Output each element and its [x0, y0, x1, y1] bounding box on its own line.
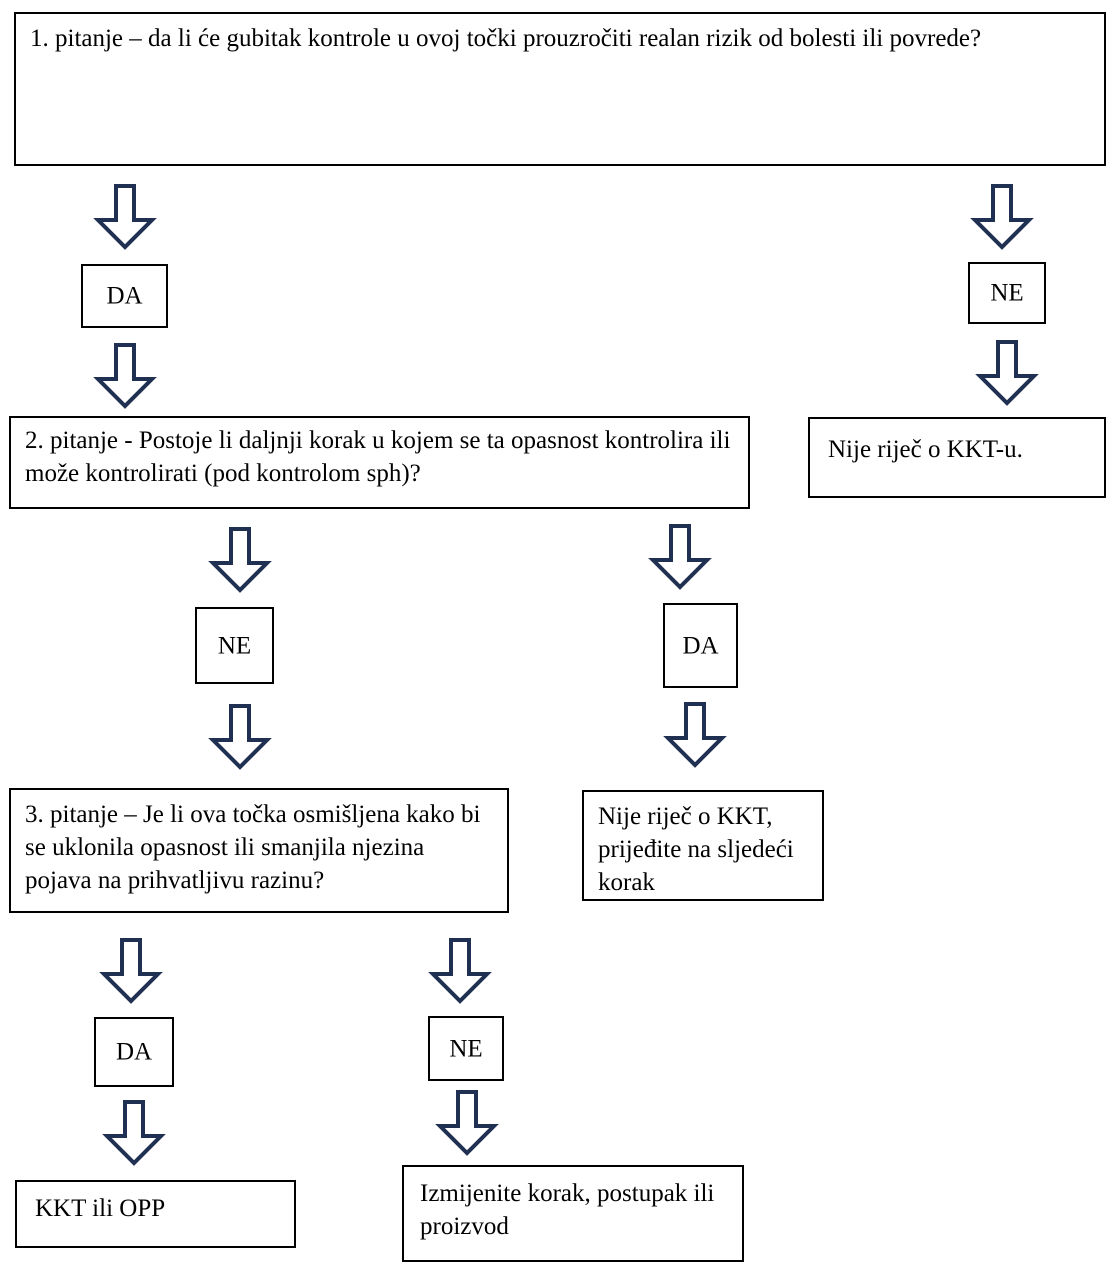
- down-arrow-icon: [93, 184, 157, 250]
- node-not-ccp-1-label: Nije riječ o KKT-u.: [828, 436, 1023, 463]
- node-q2-no-label: NE: [217, 631, 252, 659]
- node-q2-no: NE: [195, 607, 274, 684]
- arrow-yes-to-not-ccp2: [663, 702, 727, 768]
- node-not-ccp-2: Nije riječ o KKT, prijeđite na sljedeći …: [582, 790, 824, 901]
- node-q3-yes: DA: [94, 1017, 174, 1087]
- node-question-2-label: 2. pitanje - Postoje li daljnji korak u …: [25, 427, 731, 487]
- node-question-1: 1. pitanje – da li će gubitak kontrole u…: [14, 12, 1106, 166]
- arrow-q2-to-no: [208, 527, 272, 593]
- node-not-ccp-2-label: Nije riječ o KKT, prijeđite na sljedeći …: [598, 803, 794, 896]
- down-arrow-icon: [208, 704, 272, 770]
- node-result-modify-label: Izmijenite korak, postupak ili proizvod: [420, 1180, 715, 1240]
- arrow-yes-to-q2: [93, 343, 157, 409]
- arrow-q2-to-yes: [648, 524, 712, 590]
- down-arrow-icon: [435, 1090, 499, 1156]
- node-q3-yes-label: DA: [115, 1038, 153, 1066]
- node-q1-yes: DA: [81, 264, 168, 328]
- down-arrow-icon: [99, 938, 163, 1004]
- down-arrow-icon: [663, 702, 727, 768]
- node-q1-no: NE: [968, 262, 1046, 324]
- node-question-1-label: 1. pitanje – da li će gubitak kontrole u…: [30, 25, 982, 52]
- node-result-modify: Izmijenite korak, postupak ili proizvod: [402, 1165, 744, 1262]
- node-q3-no-label: NE: [449, 1034, 483, 1062]
- down-arrow-icon: [93, 343, 157, 409]
- arrow-no-to-not-ccp: [975, 340, 1039, 406]
- down-arrow-icon: [208, 527, 272, 593]
- down-arrow-icon: [975, 340, 1039, 406]
- down-arrow-icon: [102, 1100, 166, 1166]
- arrow-yes-to-ccp: [102, 1100, 166, 1166]
- down-arrow-icon: [970, 184, 1034, 250]
- arrow-q1-to-no: [970, 184, 1034, 250]
- node-result-ccp-label: KKT ili OPP: [35, 1195, 166, 1222]
- node-not-ccp-1: Nije riječ o KKT-u.: [808, 417, 1106, 498]
- node-result-ccp: KKT ili OPP: [15, 1180, 296, 1248]
- node-question-3: 3. pitanje – Je li ova točka osmišljena …: [9, 788, 509, 913]
- down-arrow-icon: [648, 524, 712, 590]
- arrow-q3-to-no: [428, 938, 492, 1004]
- node-q2-yes-label: DA: [682, 631, 719, 659]
- node-q1-no-label: NE: [990, 279, 1024, 307]
- down-arrow-icon: [428, 938, 492, 1004]
- node-q3-no: NE: [428, 1016, 504, 1081]
- node-question-2: 2. pitanje - Postoje li daljnji korak u …: [9, 416, 750, 509]
- arrow-no-to-q3: [208, 704, 272, 770]
- arrow-q3-to-yes: [99, 938, 163, 1004]
- node-question-3-label: 3. pitanje – Je li ova točka osmišljena …: [25, 801, 481, 894]
- node-q2-yes: DA: [663, 603, 738, 688]
- node-q1-yes-label: DA: [106, 282, 143, 310]
- arrow-no-to-modify: [435, 1090, 499, 1156]
- arrow-q1-to-yes: [93, 184, 157, 250]
